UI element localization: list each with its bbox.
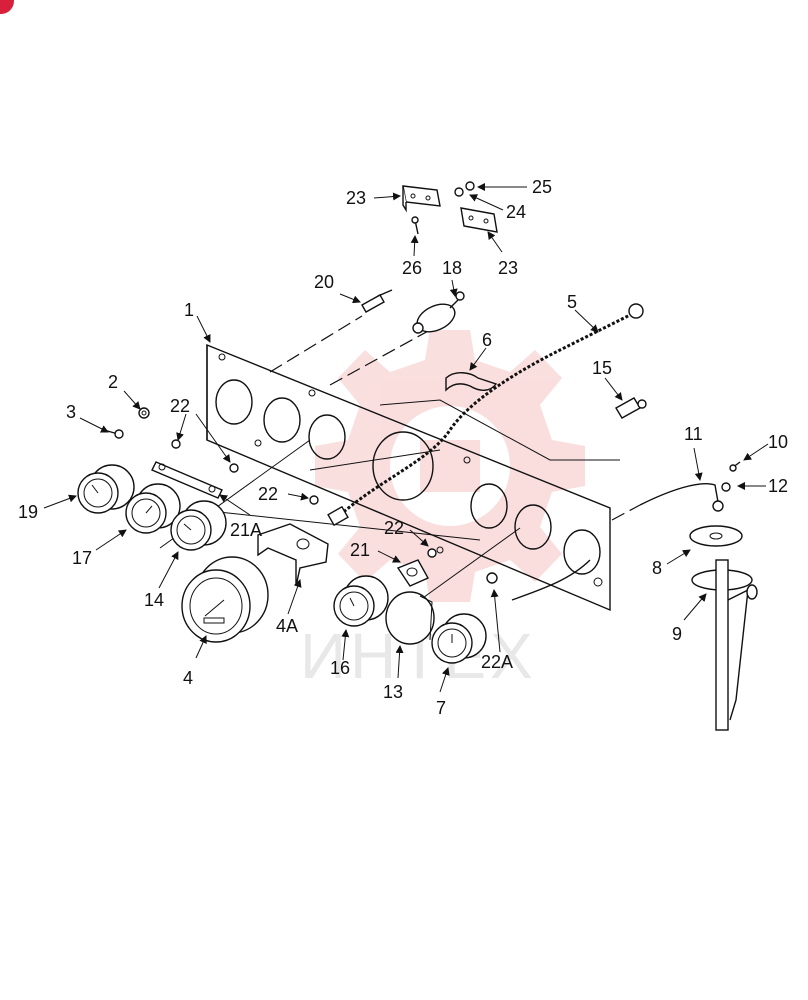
callout-9: 9 [672, 624, 682, 644]
callout-15: 15 [592, 358, 612, 378]
gauge-17 [125, 483, 181, 534]
callout-4: 4 [183, 668, 193, 688]
callout-19: 19 [18, 502, 38, 522]
callout-4a: 4A [276, 616, 298, 636]
callout-18: 18 [442, 258, 462, 278]
callout-3: 3 [66, 402, 76, 422]
callout-23-left: 23 [346, 188, 366, 208]
callout-5: 5 [567, 292, 577, 312]
bracket-4a [257, 523, 329, 587]
callout-10: 10 [768, 432, 788, 452]
callout-22a: 22A [481, 652, 513, 672]
callout-2: 2 [108, 372, 118, 392]
sender-20 [361, 289, 393, 313]
callout-24: 24 [506, 202, 526, 222]
lead-wire-7 [511, 559, 591, 601]
callout-22-mid: 22 [258, 484, 278, 504]
callout-14: 14 [144, 590, 164, 610]
clamp-21 [396, 559, 429, 587]
nut-12 [721, 482, 731, 492]
clip-6 [445, 372, 498, 392]
callout-23-right: 23 [498, 258, 518, 278]
watermark-gear-logo [315, 330, 585, 602]
instrument-panel [206, 343, 611, 612]
callout-13: 13 [383, 682, 403, 702]
callout-1: 1 [184, 300, 194, 320]
screw-10 [729, 461, 741, 472]
callout-8: 8 [652, 558, 662, 578]
callout-11: 11 [684, 424, 703, 444]
top-brackets [402, 181, 498, 235]
sender-18 [412, 291, 465, 334]
gauge-19 [77, 464, 135, 514]
callout-17: 17 [72, 548, 92, 568]
callout-labels: 1 2 3 4 4A 5 6 7 8 9 10 11 12 13 14 15 1… [18, 177, 788, 718]
callout-leaders [43, 183, 769, 693]
callout-12: 12 [768, 476, 788, 496]
callout-20: 20 [314, 272, 334, 292]
callout-7: 7 [436, 698, 446, 718]
callout-22-right: 22 [384, 518, 404, 538]
callout-21: 21 [350, 540, 370, 560]
wire-11 [639, 483, 724, 512]
callout-22-top: 22 [170, 396, 190, 416]
washers-22 [171, 439, 498, 584]
sender-unit-8-9 [689, 525, 758, 731]
callout-25: 25 [532, 177, 552, 197]
nut-2 [138, 407, 150, 419]
plate-21a [151, 461, 223, 499]
gauge-16 [333, 575, 389, 627]
callout-21a: 21A [230, 520, 262, 540]
wiring-harness [327, 303, 644, 527]
gauge-7 [431, 613, 487, 664]
switch-15 [615, 397, 647, 419]
callout-26: 26 [402, 258, 422, 278]
gauge-13 [385, 591, 435, 645]
callout-16: 16 [330, 658, 350, 678]
gauge-14 [170, 500, 227, 551]
speedometer-4 [181, 556, 269, 643]
callout-6: 6 [482, 330, 492, 350]
